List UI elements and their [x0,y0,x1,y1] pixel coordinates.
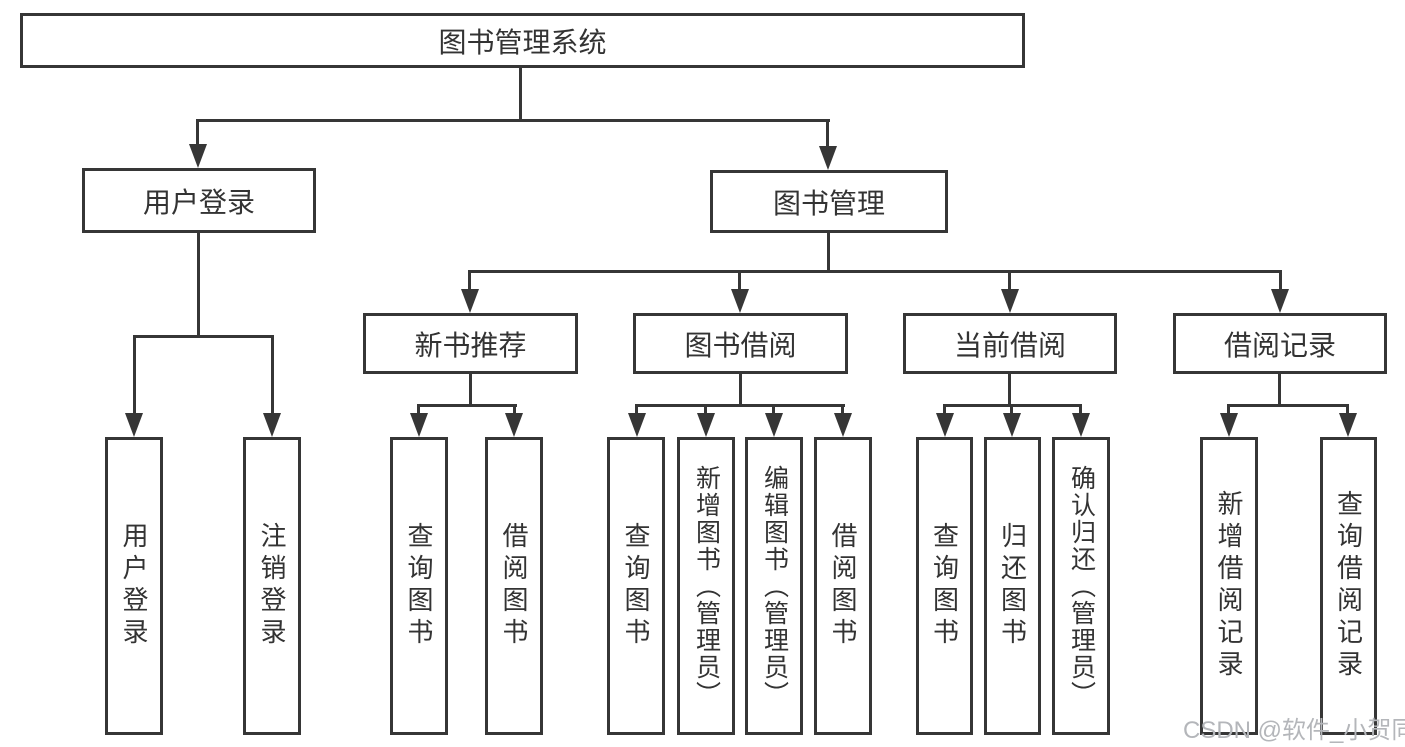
leaf-query-borrow-record: 查询借阅记录 [1320,437,1377,735]
connector-user-login-drop [197,233,200,338]
arrowhead-icon [834,413,852,437]
connector-drop [1008,374,1011,407]
connector-stem [1010,404,1013,415]
connector-stem [133,335,136,413]
arrowhead-icon [189,144,207,168]
connector-drop [1278,374,1281,407]
leaf-logout: 注销登录 [243,437,301,735]
leaf-borrow-books: 借阅图书 [485,437,543,735]
arrowhead-icon [697,413,715,437]
connector-hline [417,404,517,407]
connector-book-mgmt-drop [827,233,830,273]
connector-stem [271,335,274,413]
connector-hline [1227,404,1349,407]
node-borrowing-records: 借阅记录 [1173,313,1387,374]
node-new-book-recommend: 新书推荐 [363,313,578,374]
connector-stem [1279,270,1282,291]
node-book-management: 图书管理 [710,170,948,233]
connector-root-drop [519,67,522,122]
leaf-return-books: 归还图书 [984,437,1041,735]
connector-stem [738,270,741,291]
connector-level3-hline [468,270,1282,273]
arrowhead-icon [628,413,646,437]
connector-stem [1008,270,1011,291]
leaf-add-books-admin: 新增图书（管理员） [677,437,735,735]
connector-stem [468,270,471,291]
leaf-confirm-return-admin: 确认归还（管理员） [1052,437,1110,735]
arrowhead-icon [1220,413,1238,437]
arrowhead-icon [505,413,523,437]
connector-stem [1346,404,1349,415]
leaf-query-books: 查询图书 [390,437,448,735]
arrowhead-icon [1001,289,1019,313]
connector-stem [1227,404,1230,415]
leaf-query-books: 查询图书 [607,437,665,735]
arrowhead-icon [461,289,479,313]
connector-stem [943,404,946,415]
arrowhead-icon [1072,413,1090,437]
csdn-watermark: CSDN @软件_小贺同学 [1183,717,1405,744]
leaf-add-borrow-record: 新增借阅记录 [1200,437,1258,735]
leaf-user-login: 用户登录 [105,437,163,735]
connector-drop [739,374,742,407]
connector-stem [772,404,775,415]
connector-drop [469,374,472,407]
arrowhead-icon [1271,289,1289,313]
arrowhead-icon [1003,413,1021,437]
connector-stem [635,404,638,415]
connector-hline [635,404,845,407]
connector-stem [513,404,516,415]
arrowhead-icon [125,413,143,437]
leaf-borrow-books: 借阅图书 [814,437,872,735]
arrowhead-icon [731,289,749,313]
arrowhead-icon [410,413,428,437]
leaf-edit-books-admin: 编辑图书（管理员） [745,437,803,735]
arrowhead-icon [1339,413,1357,437]
node-library-management-system: 图书管理系统 [20,13,1025,68]
connector-stem [704,404,707,415]
node-user-login: 用户登录 [82,168,316,233]
connector-stem [1079,404,1082,415]
connector-stem [417,404,420,415]
arrowhead-icon [263,413,281,437]
connector-book-mgmt-stem [826,119,829,149]
connector-stem [841,404,844,415]
arrowhead-icon [819,146,837,170]
arrowhead-icon [765,413,783,437]
node-book-borrowing: 图书借阅 [633,313,848,374]
node-current-borrowing: 当前借阅 [903,313,1117,374]
arrowhead-icon [936,413,954,437]
connector-user-login-stem [196,119,199,147]
connector-user-login-hline [133,335,274,338]
leaf-query-books: 查询图书 [916,437,973,735]
connector-level2-hline [197,119,830,122]
